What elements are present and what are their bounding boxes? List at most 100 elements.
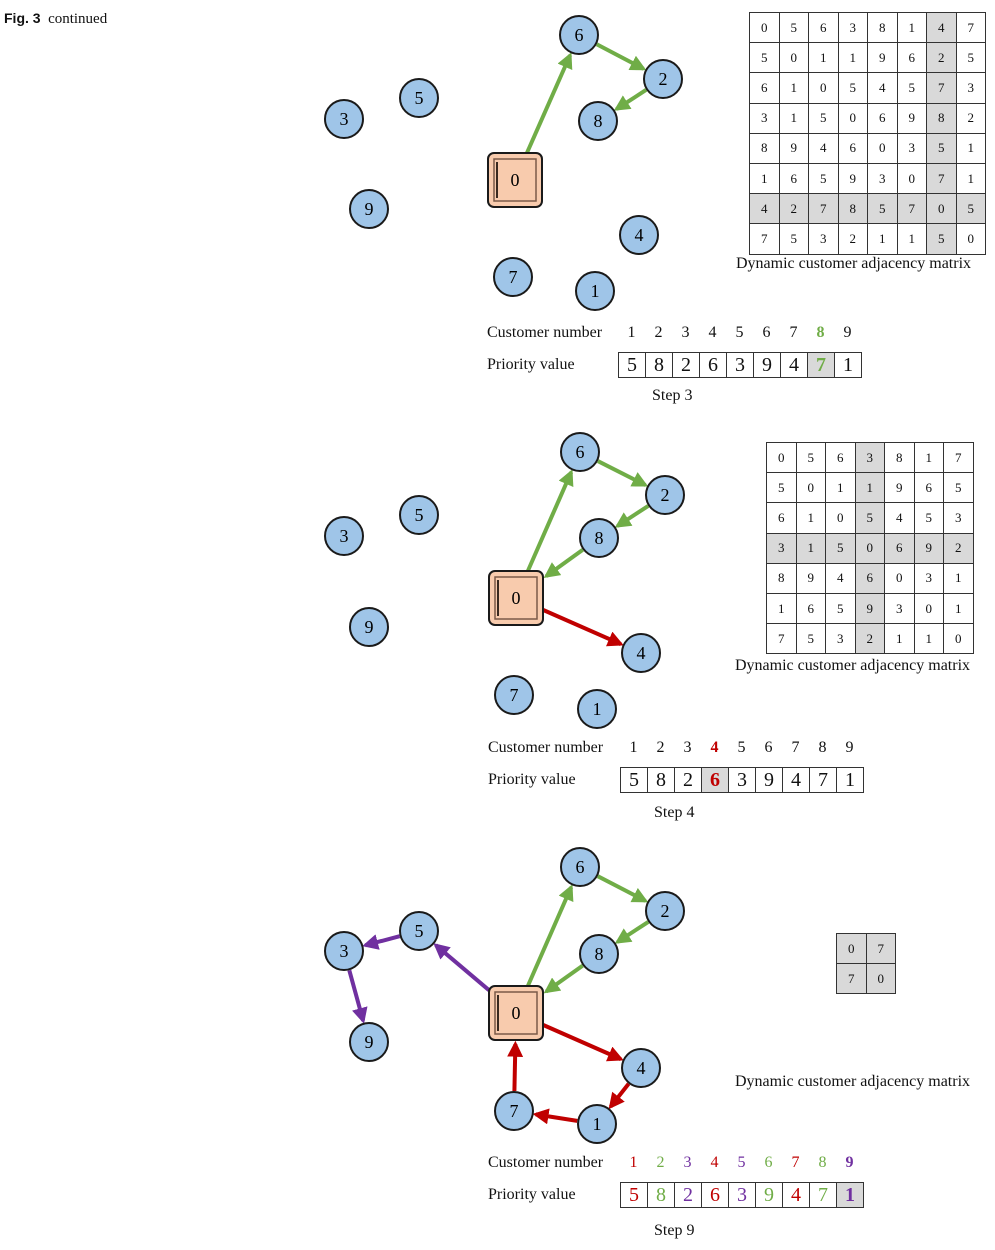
matrix-cell: 2	[854, 623, 885, 655]
matrix-cell: 8	[766, 562, 797, 594]
customer-node-7	[494, 675, 534, 715]
matrix-cell: 1	[943, 592, 974, 625]
priority-cell: 4	[781, 352, 808, 378]
customer-node-2	[645, 891, 685, 931]
matrix-cell: 1	[884, 623, 915, 655]
node-label-6: 6	[576, 442, 585, 462]
matrix-cell: 6	[896, 42, 927, 74]
priority-cell: 3	[727, 352, 754, 378]
depot-inner-frame	[494, 991, 538, 1035]
priority-cell: 8	[646, 352, 673, 378]
matrix-cell: 5	[837, 72, 868, 104]
priority-cell: 6	[702, 767, 729, 793]
matrix-cell: 9	[884, 472, 915, 504]
depot-inner-frame	[494, 576, 538, 620]
matrix-cell: 5	[896, 72, 927, 104]
node-label-4: 4	[637, 643, 646, 663]
node-label-2: 2	[661, 901, 670, 921]
matrix-cell: 3	[896, 132, 927, 164]
node-label-3: 3	[340, 941, 349, 961]
customer-node-4	[621, 1048, 661, 1088]
customer-node-3	[324, 99, 364, 139]
edge-5-to-3	[362, 934, 401, 950]
matrix-cell: 1	[913, 623, 944, 655]
matrix-caption: Dynamic customer adjacency matrix	[735, 657, 971, 674]
customer-node-9	[349, 189, 389, 229]
matrix-cell: 7	[955, 11, 986, 44]
node-label-7: 7	[510, 685, 519, 705]
matrix-cell: 2	[955, 102, 986, 134]
node-label-0: 0	[512, 588, 521, 608]
customer-number: 5	[737, 739, 746, 756]
customer-node-9	[349, 1022, 389, 1062]
matrix-cell: 8	[867, 11, 898, 44]
customer-number: 7	[791, 739, 800, 756]
matrix-cell: 7	[943, 441, 974, 474]
node-label-9: 9	[365, 199, 374, 219]
priority-cell: 6	[700, 352, 727, 378]
matrix-cell: 0	[884, 562, 915, 594]
customer-number: 6	[764, 1154, 773, 1171]
matrix-caption: Dynamic customer adjacency matrix	[736, 255, 972, 272]
matrix-cell: 5	[795, 441, 826, 474]
matrix-cell: 8	[837, 193, 868, 225]
customer-number: 5	[737, 1154, 746, 1171]
matrix-cell: 1	[749, 162, 780, 195]
matrix-cell: 0	[836, 932, 867, 965]
matrix-cell: 3	[943, 502, 974, 534]
priority-cell: 2	[673, 352, 700, 378]
matrix-cell: 0	[926, 193, 957, 225]
matrix-cell: 3	[884, 592, 915, 625]
customer-node-8	[578, 101, 618, 141]
matrix-cell: 1	[955, 162, 986, 195]
customer-number: 3	[681, 324, 690, 341]
matrix-cell: 6	[867, 102, 898, 134]
matrix-cell: 2	[778, 193, 809, 225]
edge-0-to-6	[526, 469, 574, 572]
priority-cell: 1	[837, 1182, 864, 1208]
priority-cell: 4	[783, 1182, 810, 1208]
matrix-cell: 5	[913, 502, 944, 534]
priority-cell: 9	[756, 1182, 783, 1208]
matrix-cell: 7	[926, 162, 957, 195]
matrix-cell: 1	[913, 441, 944, 474]
node-label-4: 4	[637, 1058, 646, 1078]
matrix-cell: 5	[825, 532, 856, 564]
customer-number-label: Customer number	[488, 739, 604, 756]
matrix-cell: 7	[926, 72, 957, 104]
matrix-cell: 5	[766, 472, 797, 504]
matrix-cell: 5	[955, 193, 986, 225]
customer-number: 3	[683, 1154, 692, 1171]
matrix-cell: 0	[854, 532, 885, 564]
edge-0-to-6	[525, 52, 573, 154]
customer-number: 4	[708, 324, 717, 341]
node-label-5: 5	[415, 505, 424, 525]
customer-node-1	[577, 1104, 617, 1144]
edge-6-to-2	[596, 874, 649, 903]
step-label: Step 4	[654, 804, 695, 821]
matrix-cell: 1	[854, 472, 885, 504]
matrix-cell: 3	[955, 72, 986, 104]
edge-0-to-4	[542, 608, 624, 647]
node-label-4: 4	[635, 225, 644, 245]
matrix-cell: 5	[926, 223, 957, 255]
customer-node-9	[349, 607, 389, 647]
customer-node-1	[577, 689, 617, 729]
matrix-cell: 6	[837, 132, 868, 164]
matrix-cell: 0	[808, 72, 839, 104]
priority-cell: 2	[675, 1182, 702, 1208]
matrix-cell: 0	[913, 592, 944, 625]
matrix-cell: 9	[795, 562, 826, 594]
priority-cell: 7	[808, 352, 835, 378]
matrix-cell: 2	[926, 42, 957, 74]
matrix-cell: 6	[808, 11, 839, 44]
customer-node-8	[579, 934, 619, 974]
